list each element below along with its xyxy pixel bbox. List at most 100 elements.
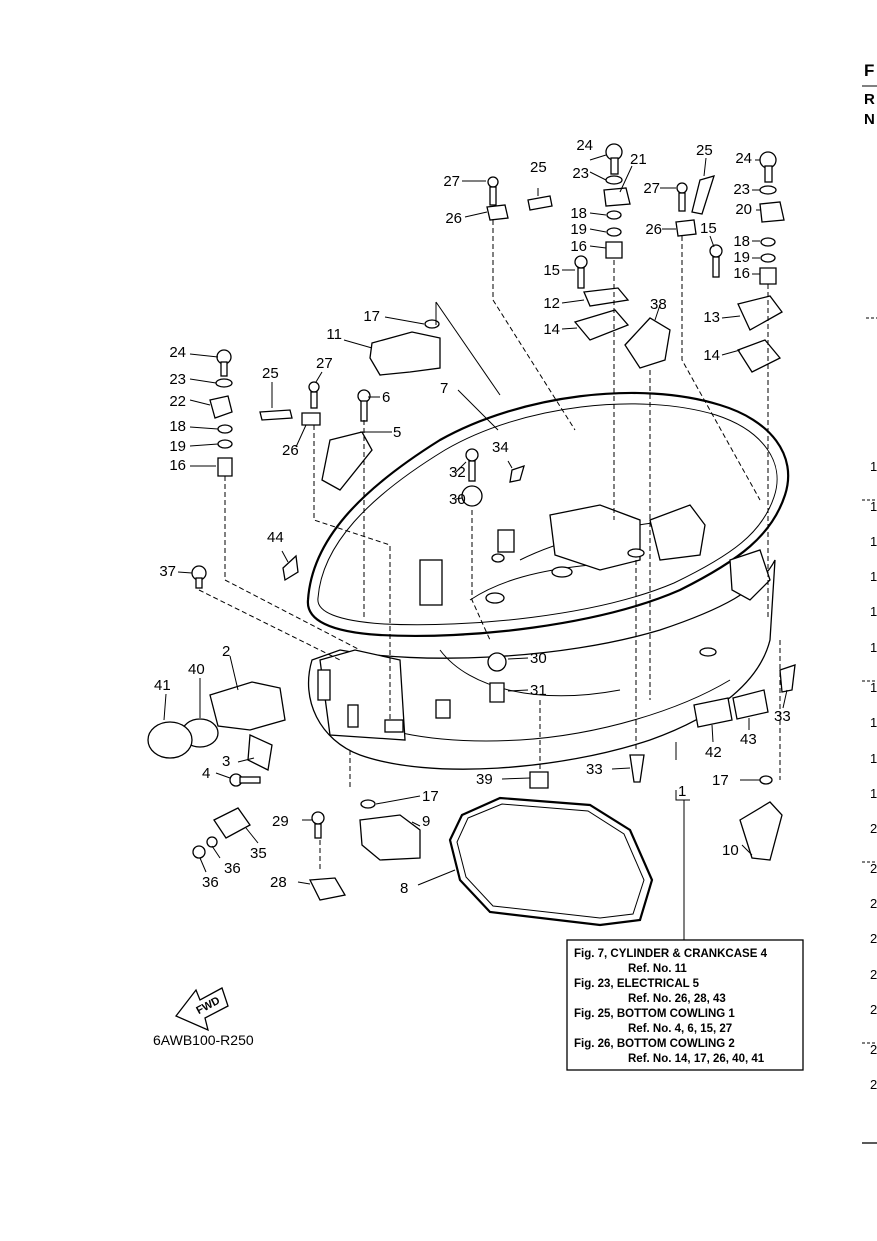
edge-letter: N <box>864 111 875 128</box>
callout: 18 <box>570 205 587 222</box>
callout: 27 <box>443 173 460 190</box>
callout: 7 <box>440 380 448 397</box>
callout: 15 <box>700 220 717 237</box>
callout: 26 <box>445 210 462 227</box>
callout: 37 <box>159 563 176 580</box>
callout: 23 <box>169 371 186 388</box>
callout: 24 <box>576 137 593 154</box>
fwd-arrow-icon: FWD <box>174 987 229 1032</box>
callout: 41 <box>154 677 171 694</box>
callout: 35 <box>250 845 267 862</box>
callout: 23 <box>733 181 750 198</box>
ref-line: Ref. No. 4, 6, 15, 27 <box>628 1023 732 1035</box>
callout: 42 <box>705 744 722 761</box>
callout: 16 <box>570 238 587 255</box>
parts <box>147 143 796 901</box>
callout: 23 <box>572 165 589 182</box>
edge-number: 2 <box>870 967 877 982</box>
callout: 6 <box>382 389 390 406</box>
edge-number: 2 <box>870 1002 877 1017</box>
callout: 19 <box>169 438 186 455</box>
edge-number: 2 <box>870 1077 877 1092</box>
callout: 11 <box>326 326 342 343</box>
edge-letter: F <box>864 61 874 80</box>
callout: 19 <box>733 249 750 266</box>
callout: 27 <box>643 180 660 197</box>
right-edge-fragment: F R N 1 1 1 1 1 1 1 1 1 1 2 2 2 2 2 2 2 … <box>862 61 877 1144</box>
reference-box: Fig. 7, CYLINDER & CRANKCASE 4 Ref. No. … <box>566 939 804 1071</box>
callout: 9 <box>422 813 430 830</box>
callout: 36 <box>224 860 241 877</box>
diagram-code: 6AWB100-R250 <box>153 1032 254 1048</box>
ref-line: Ref. No. 14, 17, 26, 40, 41 <box>628 1053 765 1065</box>
gasket-8 <box>448 796 654 927</box>
callout: 26 <box>645 221 662 238</box>
edge-number: 1 <box>870 715 877 730</box>
edge-number: 1 <box>870 569 877 584</box>
ref-line: Fig. 26, BOTTOM COWLING 2 <box>574 1038 735 1050</box>
edge-number: 1 <box>870 499 877 514</box>
edge-number: 2 <box>870 1042 877 1057</box>
callout: 22 <box>169 393 186 410</box>
callout: 12 <box>543 295 560 312</box>
callout: 13 <box>703 309 720 326</box>
callout: 38 <box>650 296 667 313</box>
callout: 17 <box>363 308 380 325</box>
callout: 24 <box>169 344 186 361</box>
ref-line: Fig. 23, ELECTRICAL 5 <box>574 978 700 990</box>
callout: 17 <box>712 772 729 789</box>
ref-line: Fig. 7, CYLINDER & CRANKCASE 4 <box>574 948 768 960</box>
callout: 27 <box>316 355 333 372</box>
callout: 5 <box>393 424 401 441</box>
callout: 28 <box>270 874 287 891</box>
callout: 1 <box>678 783 686 800</box>
callout: 16 <box>733 265 750 282</box>
ref-line: Ref. No. 11 <box>628 963 687 975</box>
callout: 8 <box>400 880 408 897</box>
callout: 40 <box>188 661 205 678</box>
edge-number: 1 <box>870 640 877 655</box>
callout: 24 <box>735 150 752 167</box>
callout: 25 <box>530 159 547 176</box>
callout: 2 <box>222 643 230 660</box>
ref-line: Ref. No. 26, 28, 43 <box>628 993 726 1005</box>
callout: 16 <box>169 457 186 474</box>
ref-line: Fig. 25, BOTTOM COWLING 1 <box>574 1008 735 1020</box>
callout: 25 <box>262 365 279 382</box>
callout: 20 <box>735 201 752 218</box>
edge-number: 1 <box>870 534 877 549</box>
callout: 17 <box>422 788 439 805</box>
edge-number: 1 <box>870 604 877 619</box>
leader-lines <box>163 154 788 940</box>
edge-number: 2 <box>870 896 877 911</box>
callout: 39 <box>476 771 493 788</box>
callout: 15 <box>543 262 560 279</box>
callout: 30 <box>530 650 547 667</box>
edge-number: 1 <box>870 680 877 695</box>
callout: 18 <box>169 418 186 435</box>
bottom-cowling <box>306 391 790 770</box>
callout-labels: 24 23 21 25 27 26 18 19 16 15 12 14 38 2… <box>154 137 791 897</box>
edge-number: 1 <box>870 786 877 801</box>
edge-number: 2 <box>870 861 877 876</box>
edge-number: 1 <box>870 459 877 474</box>
callout: 18 <box>733 233 750 250</box>
edge-number: 1 <box>870 751 877 766</box>
callout: 21 <box>630 151 647 168</box>
callout: 14 <box>543 321 560 338</box>
callout: 31 <box>530 682 547 699</box>
reference-lines <box>198 220 781 870</box>
callout: 29 <box>272 813 289 830</box>
callout: 14 <box>703 347 720 364</box>
callout: 4 <box>202 765 210 782</box>
edge-number: 2 <box>870 931 877 946</box>
callout: 33 <box>586 761 603 778</box>
callout: 43 <box>740 731 757 748</box>
callout: 25 <box>696 142 713 159</box>
callout: 33 <box>774 708 791 725</box>
callout: 34 <box>492 439 509 456</box>
edge-number: 2 <box>870 821 877 836</box>
callout: 44 <box>267 529 284 546</box>
callout: 32 <box>449 464 466 481</box>
